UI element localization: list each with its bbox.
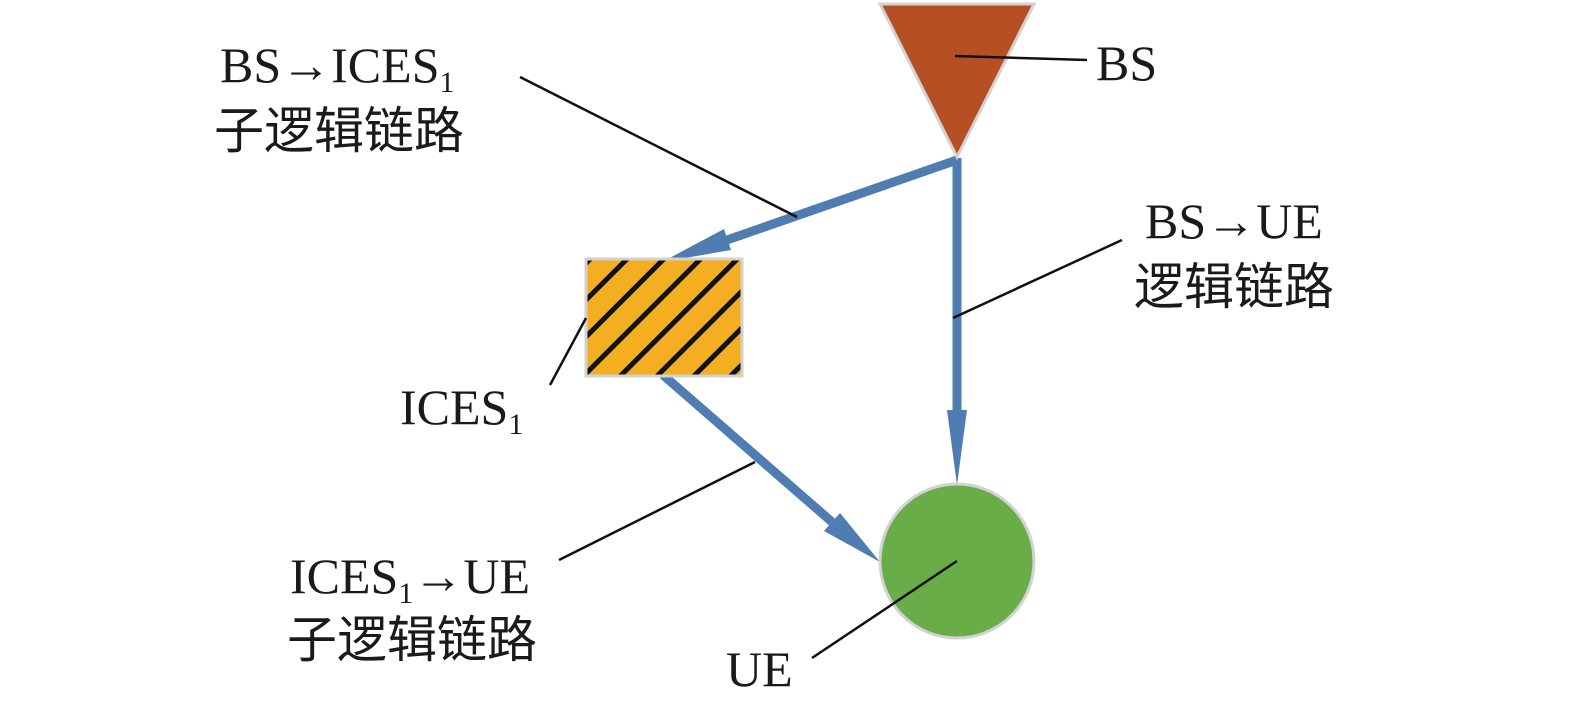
arrow-head (662, 229, 731, 262)
arrow-head (947, 410, 967, 485)
bs-ue-link-label-line1: BS→UE (1145, 193, 1323, 249)
bs-ices-link-label-line1: BS→ICES1 (220, 37, 455, 99)
leader-ices (548, 317, 588, 386)
leader-bs-ices-link (519, 75, 798, 219)
ices-ue-link-label-line1: ICES1→UE (290, 548, 530, 610)
ices-node (584, 257, 744, 378)
ices-label: ICES1 (400, 379, 523, 441)
ue-label: UE (726, 641, 793, 697)
bs-node (877, 2, 1037, 161)
leader-ices-ue-link (558, 460, 756, 562)
bs-ices-link-label-line2: 子逻辑链路 (214, 103, 464, 159)
leader-ue (811, 559, 958, 660)
ices-ue-link-label-line2: 子逻辑链路 (287, 612, 537, 668)
leader-bs (954, 54, 1088, 62)
bs-label: BS (1096, 35, 1157, 91)
bs-ue-link-label-line2: 逻辑链路 (1134, 259, 1334, 315)
arrow-head (824, 513, 880, 562)
leader-bs-ue-link (952, 238, 1123, 320)
arrow-ices-to-ue (660, 371, 880, 562)
arrow-bs-to-ue (947, 158, 967, 485)
arrow-bs-to-ices (662, 155, 959, 262)
leader-lines (519, 54, 1123, 660)
